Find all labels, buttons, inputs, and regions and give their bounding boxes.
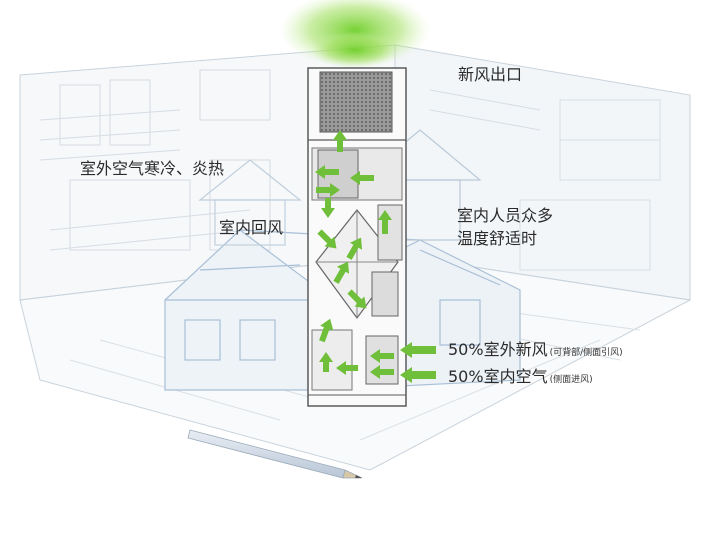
airflow-arrow-icon — [350, 171, 374, 185]
indoor-air-label: 50%室内空气(侧面进风) — [448, 366, 593, 391]
airflow-arrow-icon — [319, 318, 334, 343]
fresh-air-outlet-label: 新风出口 — [458, 65, 523, 84]
indoor-air-note: (侧面进风) — [549, 375, 593, 385]
pencil-icon — [187, 429, 363, 479]
airflow-arrow-icon — [347, 289, 367, 309]
airflow-arrow-icon — [400, 367, 436, 383]
airflow-arrow-icon — [378, 210, 392, 234]
airflow-arrow-icon — [321, 198, 335, 218]
airflow-arrow-icon — [370, 365, 394, 379]
airflow-arrow-icon — [317, 229, 337, 249]
outdoor-air-label: 室外空气寒冷、炎热 — [80, 159, 225, 178]
airflow-arrow-icon — [370, 349, 394, 363]
airflow-arrow-icon — [333, 130, 347, 152]
outdoor-fresh-air-main: 50%室外新风 — [448, 340, 548, 359]
indoor-air-main: 50%室内空气 — [448, 367, 548, 386]
indoor-people-label-line2: 温度舒适时 — [457, 229, 538, 248]
airflow-arrows — [315, 130, 436, 383]
airflow-arrow-icon — [336, 361, 358, 375]
outdoor-fresh-air-note: (可背部/侧面引风) — [549, 348, 623, 358]
airflow-arrow-icon — [346, 237, 363, 260]
indoor-return-air-label: 室内回风 — [219, 218, 284, 237]
airflow-arrow-icon — [400, 342, 436, 358]
airflow-arrow-icon — [315, 165, 339, 179]
airflow-arrow-icon — [316, 183, 340, 197]
airflow-arrow-icon — [333, 261, 350, 284]
airflow-arrow-icon — [319, 352, 333, 372]
indoor-people-label-line1: 室内人员众多 — [457, 206, 554, 225]
outdoor-fresh-air-label: 50%室外新风(可背部/侧面引风) — [448, 339, 623, 364]
